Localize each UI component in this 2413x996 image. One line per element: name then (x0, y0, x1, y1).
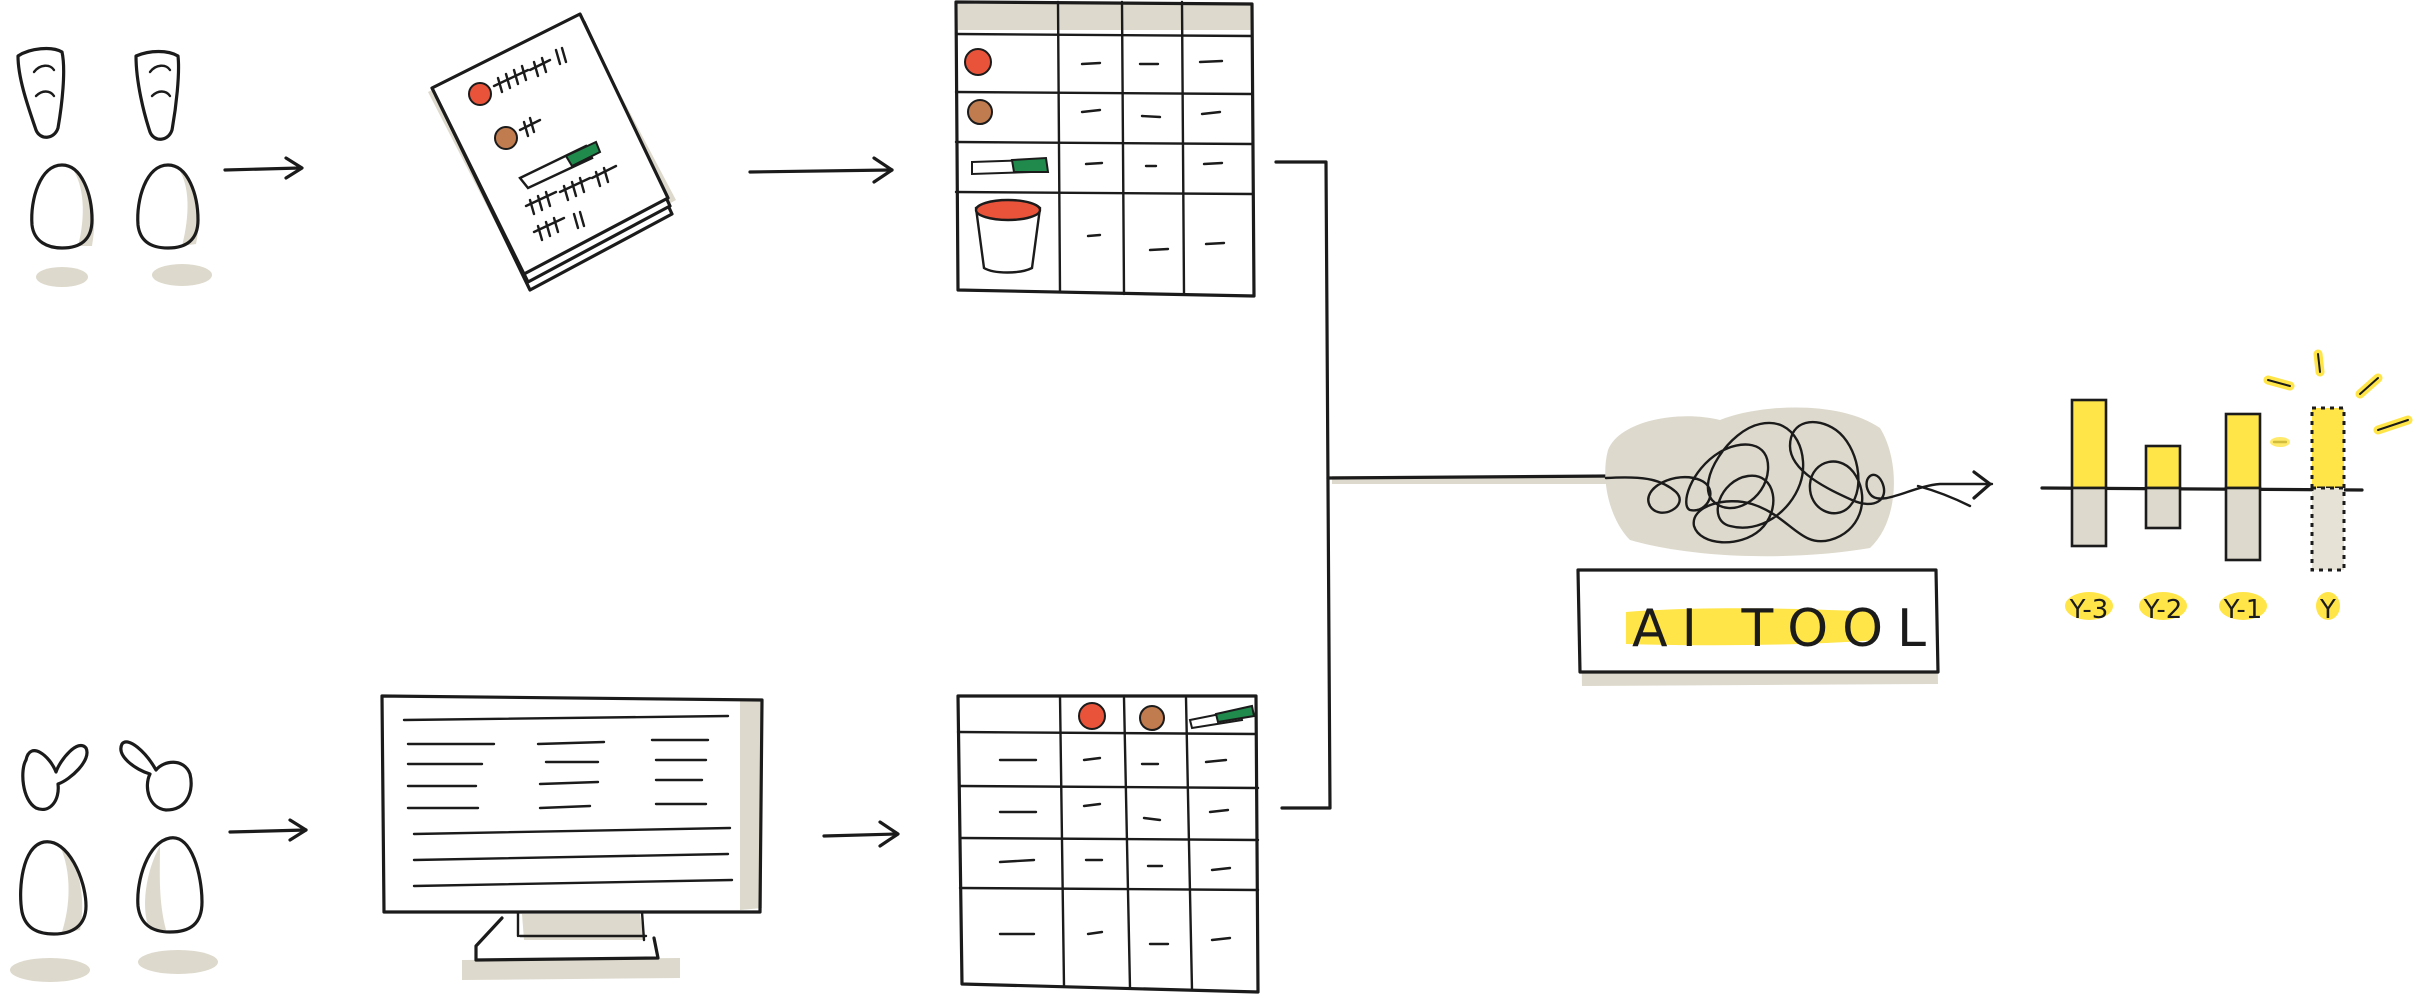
arrow-icon (223, 156, 304, 180)
tally-sheet-icon (428, 12, 676, 292)
bar-upper (2310, 406, 2346, 490)
arrow-icon (748, 156, 894, 184)
ai-tool-icon (1576, 407, 1994, 686)
ai-tool-label: AI TOOL (1632, 599, 1940, 659)
label-highlight (2065, 592, 2113, 620)
foot-prints-icon (10, 740, 218, 982)
sparkle-ray-ink (2377, 419, 2409, 431)
forecast-bar-chart: Y-3 Y-2 Y-1 Y (2040, 349, 2413, 625)
arrow-icon (822, 820, 900, 848)
category-label: Y-1 (2223, 595, 2263, 625)
bar-upper (2144, 444, 2182, 490)
sparkle-ray-ink (2359, 377, 2379, 395)
label-highlight (2139, 592, 2187, 620)
category-label: Y-3 (2069, 595, 2109, 625)
shoe-prints-icon (16, 46, 212, 287)
monitor-icon (380, 694, 764, 980)
category-label: Y-2 (2143, 595, 2183, 625)
bar-upper (2224, 412, 2262, 490)
bar-lower (2070, 486, 2108, 548)
data-table-icon (956, 694, 1260, 994)
data-table-icon (954, 0, 1256, 298)
bar-lower (2310, 486, 2346, 572)
label-highlight (2219, 592, 2267, 620)
sparkle-ray-ink (2267, 379, 2291, 387)
connector-lines (1274, 160, 1614, 810)
bar-lower (2224, 486, 2262, 562)
label-highlight (2316, 592, 2340, 620)
arrow-icon (228, 818, 308, 842)
category-label: Y (2319, 595, 2336, 625)
bar-upper (2070, 398, 2108, 490)
sparkle-ray-ink (2317, 353, 2321, 373)
bar-lower (2144, 486, 2182, 530)
dash-highlight (2270, 437, 2290, 447)
